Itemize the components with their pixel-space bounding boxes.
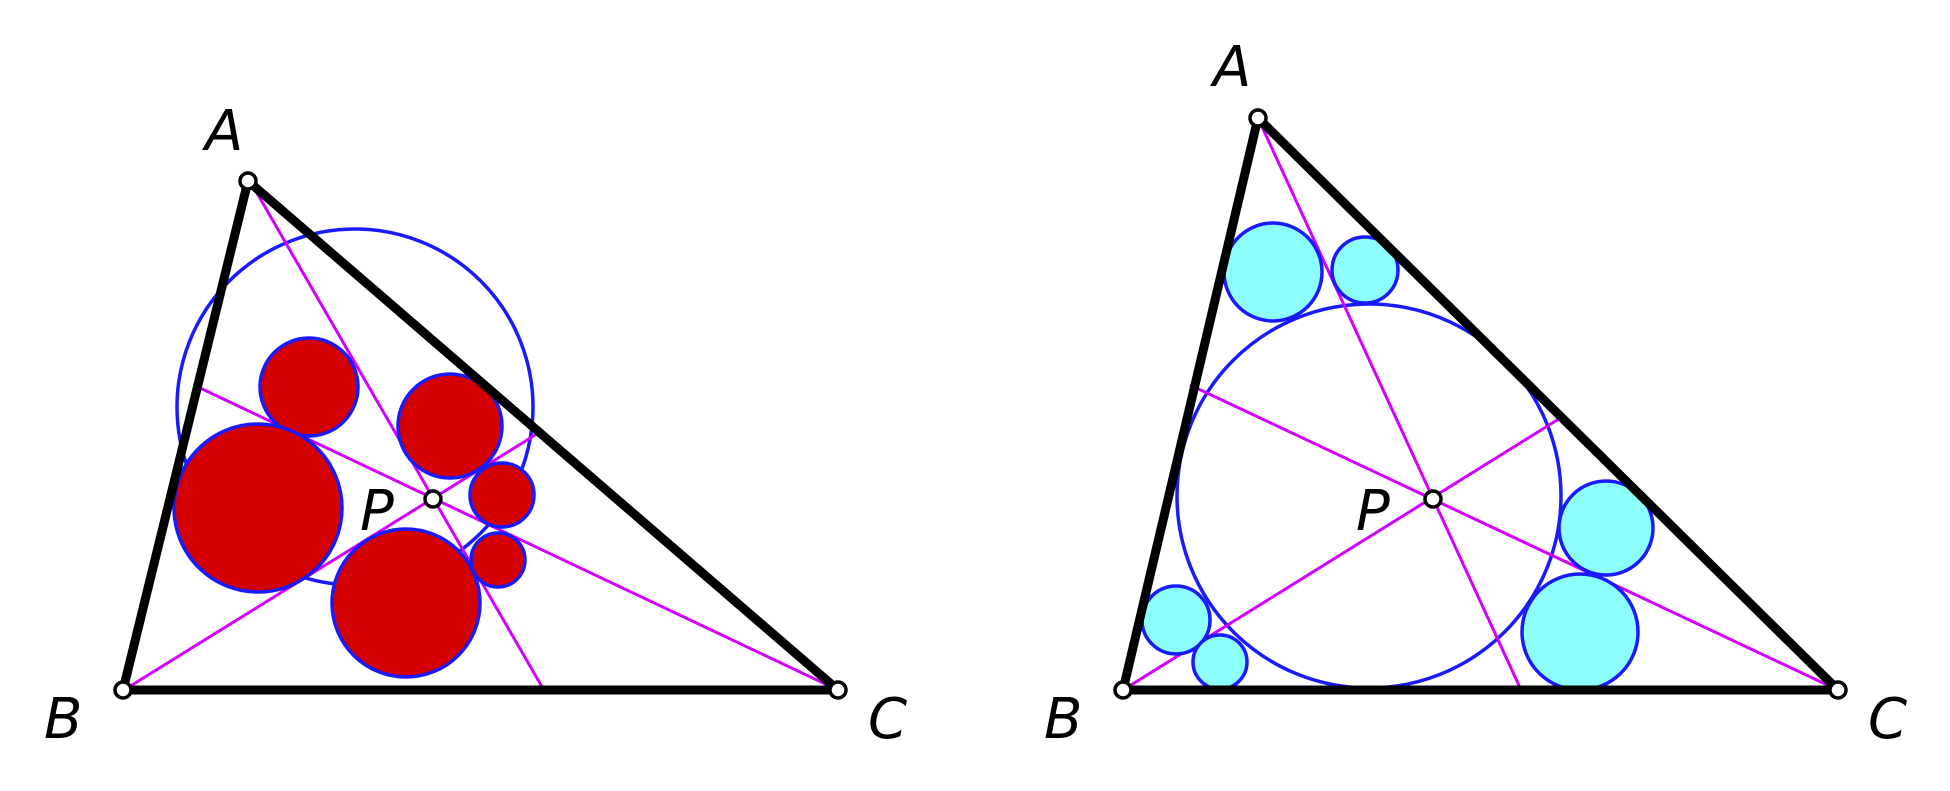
left-small-circle-5 [330,527,482,679]
left-label-a: A [202,99,243,164]
left-point-p [423,489,443,509]
left-small-circle-3 [396,372,504,480]
left-side-ac [243,176,843,695]
right-vertex-c [1828,680,1848,700]
right-vertex-a [1248,108,1268,128]
left-label-p: P [360,479,394,544]
left-small-circle-4 [468,461,536,529]
left-figure: A B C P [44,99,907,752]
left-vertex-b [113,680,133,700]
left-label-c: C [868,687,907,752]
right-small-circle-4 [1520,572,1640,692]
right-side-ab [1118,113,1263,695]
left-small-circle-1 [258,336,360,438]
right-cevian-c [1189,383,1839,692]
left-label-b: B [44,687,82,752]
right-label-b: B [1044,687,1082,752]
right-small-circle-2 [1330,235,1400,305]
right-label-c: C [1868,687,1907,752]
left-vertex-c [828,680,848,700]
right-label-a: A [1210,35,1251,100]
right-figure: A B C P [1044,35,1907,752]
left-small-circle-2 [172,422,344,594]
right-vertex-b [1113,680,1133,700]
right-small-circle-6 [1191,633,1249,691]
right-cevian-a [1256,117,1524,693]
left-side-ab [118,176,253,695]
right-side-ac [1253,113,1843,695]
left-small-circle-6 [469,531,527,589]
right-point-p [1423,489,1443,509]
right-label-p: P [1356,479,1390,544]
right-small-circle-1 [1222,221,1324,323]
right-small-circle-3 [1557,479,1655,577]
left-vertex-a [238,171,258,191]
